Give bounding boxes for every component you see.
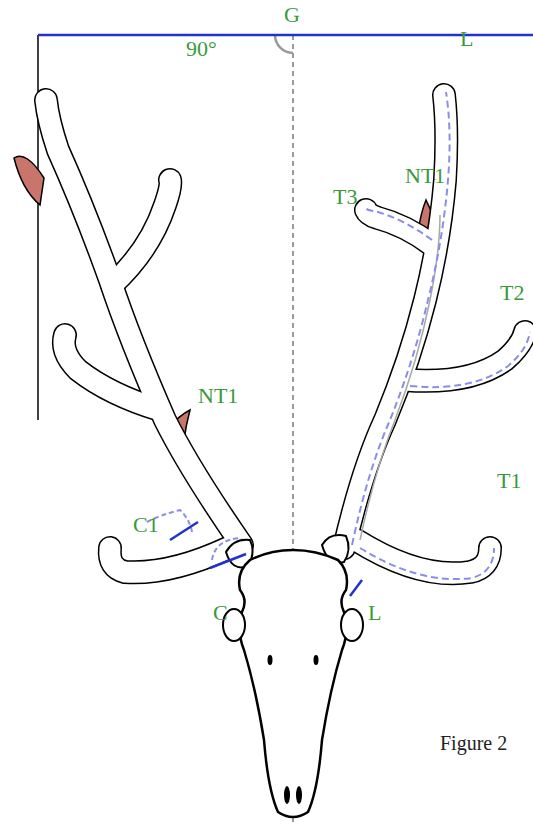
circumference-line (210, 554, 246, 568)
part-label: L (368, 602, 381, 624)
part-label: T2 (500, 282, 524, 304)
antler-fill (46, 95, 525, 573)
nostril (296, 786, 302, 804)
part-label: C1 (133, 514, 159, 536)
nontypical-point (14, 156, 44, 205)
circumference-line (170, 522, 198, 540)
part-label: 90° (186, 38, 217, 60)
part-label: L (460, 28, 473, 50)
part-label: T1 (497, 470, 521, 492)
figure-caption: Figure 2 (440, 733, 507, 753)
antler-outline (46, 95, 525, 573)
part-label: NT1 (198, 385, 238, 407)
spread-line (38, 34, 533, 37)
part-label: C (213, 602, 228, 624)
skull-hole (314, 655, 319, 665)
part-label: G (284, 4, 300, 26)
skull-hole (268, 655, 273, 665)
base-mark (350, 580, 362, 596)
part-label: T3 (333, 186, 357, 208)
length-measure (352, 92, 530, 579)
nostril (284, 786, 290, 804)
skull (239, 550, 347, 817)
ear (341, 609, 363, 641)
angle-arc (275, 35, 293, 53)
part-label: NT1 (405, 165, 445, 187)
beam-centerline (360, 215, 440, 540)
